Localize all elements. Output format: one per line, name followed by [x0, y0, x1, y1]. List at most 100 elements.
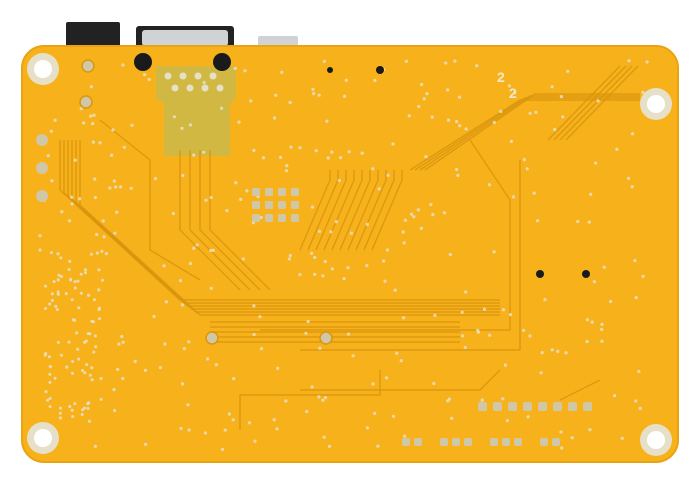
header-pad — [278, 201, 286, 209]
via — [52, 280, 56, 284]
audio-jack — [66, 22, 120, 52]
via — [351, 354, 355, 358]
via — [600, 322, 604, 326]
via — [70, 202, 74, 206]
via — [111, 128, 115, 132]
via — [55, 308, 59, 311]
via — [71, 415, 75, 418]
via — [365, 426, 369, 430]
via — [280, 70, 284, 74]
via — [232, 377, 236, 381]
rivet-hole — [327, 67, 333, 73]
via — [53, 118, 57, 122]
via — [75, 331, 79, 335]
via — [192, 246, 196, 250]
via — [57, 273, 61, 277]
via — [87, 293, 91, 297]
via — [343, 94, 347, 98]
via — [526, 415, 530, 419]
via — [627, 59, 631, 63]
via — [76, 347, 80, 351]
via — [321, 274, 325, 278]
via — [272, 418, 276, 422]
via — [488, 333, 492, 337]
via — [99, 397, 103, 401]
via — [288, 253, 292, 258]
connector-pin — [194, 72, 202, 80]
via — [592, 280, 597, 284]
via — [322, 435, 326, 439]
via — [525, 167, 529, 171]
pin-pad — [508, 402, 517, 411]
via — [420, 82, 424, 87]
via — [195, 243, 199, 247]
via — [49, 129, 53, 133]
via — [446, 399, 450, 403]
via — [50, 179, 54, 183]
via — [209, 195, 213, 200]
trace — [559, 379, 601, 401]
via — [252, 332, 256, 337]
via — [641, 90, 645, 94]
connector-pin — [164, 72, 172, 80]
via — [93, 334, 97, 338]
via — [395, 351, 399, 355]
via — [401, 230, 405, 234]
via — [101, 219, 105, 223]
via — [482, 307, 487, 311]
via — [116, 367, 120, 371]
via — [342, 277, 346, 281]
via — [180, 382, 185, 386]
via — [112, 388, 116, 392]
via — [501, 308, 505, 312]
via — [602, 265, 606, 269]
via — [202, 80, 206, 85]
trace — [547, 65, 621, 141]
via — [93, 177, 97, 181]
via — [456, 173, 460, 177]
via — [430, 115, 434, 119]
via — [67, 268, 71, 271]
via — [68, 405, 72, 408]
via — [78, 197, 82, 201]
via — [65, 365, 69, 369]
via — [365, 222, 369, 226]
via — [90, 252, 93, 256]
via — [179, 426, 183, 431]
via — [70, 195, 74, 199]
via — [70, 408, 74, 412]
via — [93, 195, 97, 200]
via — [463, 345, 467, 350]
via — [68, 259, 72, 263]
pin-pad — [540, 438, 548, 446]
via — [556, 349, 560, 353]
via — [337, 178, 341, 183]
via — [86, 406, 90, 410]
via — [98, 317, 101, 321]
via — [91, 140, 95, 144]
via — [382, 259, 386, 263]
via — [56, 290, 60, 294]
header-pad — [265, 214, 273, 222]
via — [73, 402, 77, 406]
via — [442, 211, 446, 215]
test-point — [319, 331, 333, 345]
rivet-hole — [582, 270, 590, 278]
via — [272, 116, 277, 120]
via — [416, 208, 420, 212]
via — [453, 59, 457, 63]
via — [528, 111, 532, 115]
via — [101, 278, 104, 282]
via — [550, 348, 554, 352]
via — [53, 376, 57, 380]
via — [46, 154, 50, 158]
via — [313, 272, 317, 276]
via — [274, 93, 278, 97]
via — [532, 191, 536, 195]
pad-layer — [36, 59, 592, 446]
via — [311, 87, 315, 91]
via — [425, 92, 429, 96]
via — [306, 319, 310, 324]
